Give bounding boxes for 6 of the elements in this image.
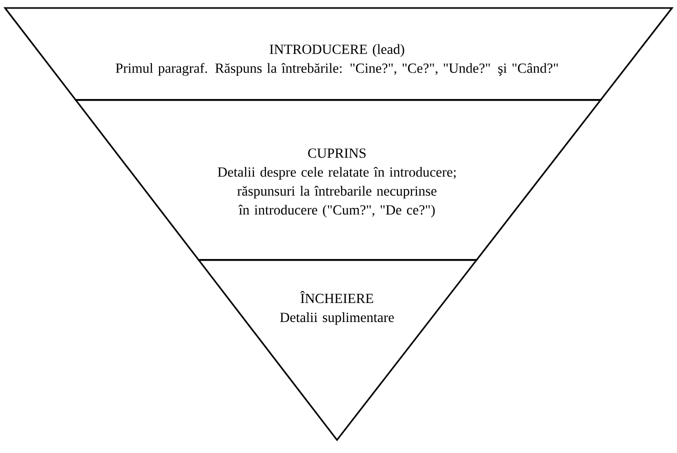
band-heading: ÎNCHEIERE — [300, 291, 374, 304]
band-heading: CUPRINS — [308, 148, 366, 158]
band-text: Detalii despre cele relatate în introducere; răspunsuri la întrebarile necuprinse în introducere ("Cum?", "De ce?") — [218, 166, 456, 218]
band-text: Primul paragraf. Răspuns la întrebările: "Cine?", "Ce?", "Unde?" şi "Când?" — [116, 62, 558, 76]
band-heading: INTRODUCERE (lead) — [270, 44, 404, 57]
band-text: Detalii suplimentare — [280, 312, 394, 325]
